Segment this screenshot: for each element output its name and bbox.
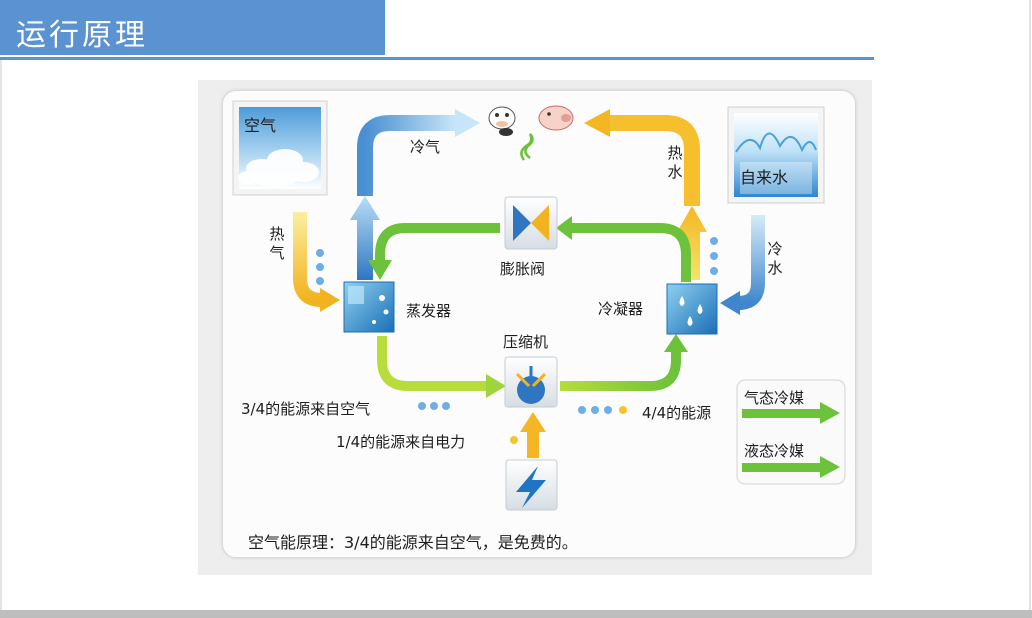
electric-energy-dot [510, 436, 518, 444]
electric-power-arrow [520, 412, 546, 458]
air-energy-dots [418, 402, 450, 410]
hot-air-label: 热气 [269, 225, 285, 262]
legend-box [736, 379, 846, 485]
hot-water-label: 热水 [667, 144, 683, 181]
compressor-icon [504, 356, 558, 408]
air-energy-label: 3/4的能源来自空气 [241, 400, 371, 418]
plant-icon [520, 133, 534, 161]
total-energy-dots [578, 406, 627, 414]
bottom-bar [0, 610, 1032, 618]
cold-water-label: 冷水 [767, 240, 783, 277]
tap-water-box-label: 自来水 [740, 168, 789, 187]
cold-water-arrow [720, 215, 765, 315]
electric-energy-label: 1/4的能源来自电力 [336, 433, 466, 451]
liquid-refrigerant-loop-top [368, 216, 691, 282]
page-title: 运行原理 [16, 18, 148, 53]
legend-liquid-label: 液态冷媒 [744, 442, 805, 460]
caption: 空气能原理：3/4的能源来自空气，是免费的。 [248, 533, 578, 552]
electricity-icon [505, 459, 558, 511]
pig-icon [538, 105, 574, 131]
compressor-label: 压缩机 [503, 333, 549, 351]
left-border [0, 60, 2, 610]
tap-water-box [727, 106, 825, 204]
legend-gas-arrow [742, 402, 840, 424]
expansion-valve-icon [504, 196, 558, 250]
evaporator-label: 蒸发器 [406, 302, 452, 320]
cow-icon [488, 106, 516, 136]
gas-refrigerant-loop-bottom [377, 334, 688, 398]
title-bar: 运行原理 [0, 0, 385, 55]
legend-liquid-arrow [742, 456, 840, 478]
hot-air-dots [316, 249, 324, 285]
legend-gas-label: 气态冷媒 [744, 389, 805, 407]
hot-water-dots [710, 237, 718, 275]
total-energy-label: 4/4的能源 [642, 404, 712, 422]
evaporator-icon [343, 281, 395, 333]
title-underline [0, 57, 874, 60]
air-box-label: 空气 [244, 116, 277, 135]
condenser-icon [666, 283, 718, 335]
expansion-valve-label: 膨胀阀 [500, 260, 546, 278]
cold-air-label: 冷气 [410, 138, 441, 156]
right-border [1029, 0, 1031, 610]
hot-air-arrow [293, 212, 340, 312]
air-box [232, 100, 328, 196]
cold-air-arrow [350, 109, 480, 280]
condenser-label: 冷凝器 [598, 300, 644, 318]
